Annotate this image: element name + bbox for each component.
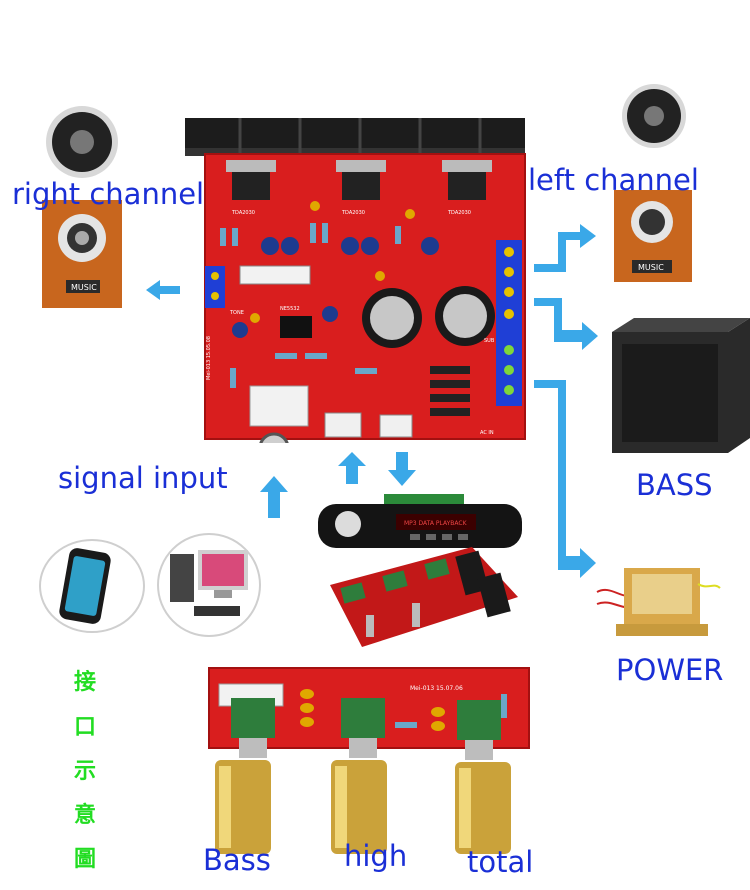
print-tone: TONE <box>229 310 244 316</box>
label-knob-total: total <box>467 845 534 879</box>
phone-circle <box>39 539 145 633</box>
monitor-icon <box>202 554 244 586</box>
arrow-signal-input <box>260 476 288 518</box>
rca-jack-housing <box>249 385 309 427</box>
print-sub: SUB <box>484 338 495 344</box>
arrow-to-power <box>534 380 596 578</box>
left-output-terminal <box>205 266 225 308</box>
bass-pot <box>215 698 275 854</box>
caption-char-2: 口 <box>73 715 96 740</box>
label-knob-bass: Bass <box>203 843 271 877</box>
print-ne5532: NE5532 <box>280 306 300 312</box>
print-chip-1: TDA2030 <box>231 210 255 216</box>
arrow-mp3-down <box>388 452 416 486</box>
tone-connector <box>239 265 311 285</box>
print-ac-in: AC IN <box>480 430 494 436</box>
arrow-to-right-speaker <box>146 280 180 300</box>
rca-jack <box>259 432 289 443</box>
print-model-tone: Mei-013 15.07.06 <box>410 685 463 692</box>
amplifier-board: TDA2030 TDA2030 TDA2030 TONE NE5532 SUB … <box>185 118 526 443</box>
label-knob-high: high <box>344 839 408 873</box>
arrow-mp3-up <box>338 452 366 484</box>
chip-tda-1 <box>226 160 276 200</box>
label-bass-output: BASS <box>636 468 713 502</box>
label-signal-input: signal input <box>58 461 228 495</box>
arrow-to-left-speaker <box>534 224 596 272</box>
caption-char-3: 示 <box>73 759 96 784</box>
caption-char-4: 意 <box>73 803 96 828</box>
arrow-to-bass <box>534 298 598 350</box>
computer-tower-icon <box>170 554 194 602</box>
left-speaker: MUSIC <box>614 84 692 282</box>
chip-tda-2 <box>336 160 386 200</box>
print-model-main: Mei-013 15.05.08 <box>206 336 212 380</box>
subwoofer <box>612 318 750 453</box>
computer-circle <box>157 533 261 637</box>
print-chip-3: TDA2030 <box>447 210 471 216</box>
label-power: POWER <box>616 653 724 687</box>
label-left-channel: left channel <box>528 163 699 197</box>
mp3-module: MP3 DATA PLAYBACK <box>318 494 522 548</box>
chip-tda-3 <box>442 160 492 200</box>
transformer <box>596 568 721 636</box>
caption-char-1: 接 <box>73 670 96 695</box>
label-right-channel: right channel <box>12 177 205 211</box>
tone-control-board: Mei-013 15.07.06 <box>208 667 530 854</box>
mp3-module-label: MP3 DATA PLAYBACK <box>404 520 468 527</box>
right-speaker-badge: MUSIC <box>71 283 97 292</box>
print-chip-2: TDA2030 <box>341 210 365 216</box>
left-speaker-badge: MUSIC <box>638 263 664 272</box>
chip-ne5532 <box>280 316 312 338</box>
high-pot <box>331 698 387 854</box>
keyboard-icon <box>194 606 240 616</box>
caption-char-5: 圖 <box>73 847 96 872</box>
right-speaker: MUSIC <box>42 106 122 308</box>
tone-control-board-small <box>330 547 518 647</box>
total-pot <box>455 700 511 854</box>
